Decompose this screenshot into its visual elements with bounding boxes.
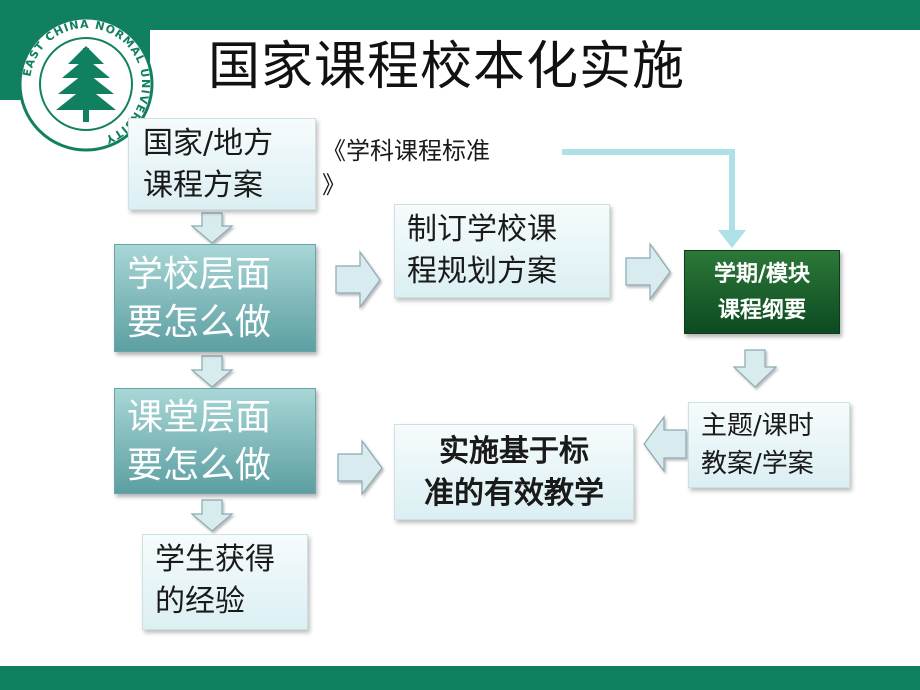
pine-tree-emblem-icon: EAST CHINA NORMAL UNIVERSITY [18,16,154,152]
subject-standard-line-2: 》 [322,171,346,199]
school-plan-box: 制订学校课 程规划方案 [394,204,610,298]
classroom-level-line-2: 要怎么做 [127,445,272,486]
slide-title: 国家课程校本化实施 [208,37,686,97]
down-arrow-3 [190,499,234,532]
term-outline-line-2: 课程纲要 [717,298,806,323]
title-band [150,30,920,108]
effective-teaching-box: 实施基于标 准的有效教学 [394,424,634,520]
down-arrow-1 [190,212,234,244]
national-plan-box: 国家/地方 课程方案 [128,118,316,210]
subject-standard-label: 《学科课程标准 》 [322,134,562,202]
school-plan-line-2: 程规划方案 [407,254,557,289]
standard-connector [562,149,746,248]
down-arrow-2 [190,355,234,388]
right-arrow-3 [337,439,383,496]
footer-bar [0,666,920,690]
school-plan-line-1: 制订学校课 [407,212,557,247]
pine-tree-icon [56,46,116,122]
lesson-plan-line-1: 主题/课时 [701,411,814,441]
school-level-line-1: 学校层面 [127,254,272,295]
classroom-level-box: 课堂层面 要怎么做 [114,388,316,494]
student-experience-line-1: 学生获得 [155,542,275,577]
right-arrow-1 [335,250,381,309]
student-experience-box: 学生获得 的经验 [142,534,308,630]
school-level-box: 学校层面 要怎么做 [114,244,316,352]
down-arrow-4 [732,349,778,388]
national-plan-line-1: 国家/地方 [143,126,274,161]
classroom-level-line-1: 课堂层面 [127,397,272,438]
left-arrow-1 [643,415,687,473]
national-plan-line-2: 课程方案 [143,168,263,203]
school-level-line-2: 要怎么做 [127,302,272,343]
term-outline-line-1: 学期/模块 [713,262,811,287]
term-outline-box: 学期/模块 课程纲要 [684,250,840,334]
student-experience-line-2: 的经验 [155,584,245,619]
effective-teaching-line-1: 实施基于标 [439,434,589,469]
right-arrow-2 [625,242,671,301]
effective-teaching-line-2: 准的有效教学 [424,476,604,511]
subject-standard-line-1: 《学科课程标准 [322,137,490,165]
lesson-plan-line-2: 教案/学案 [701,449,814,479]
lesson-plan-box: 主题/课时 教案/学案 [688,402,850,488]
